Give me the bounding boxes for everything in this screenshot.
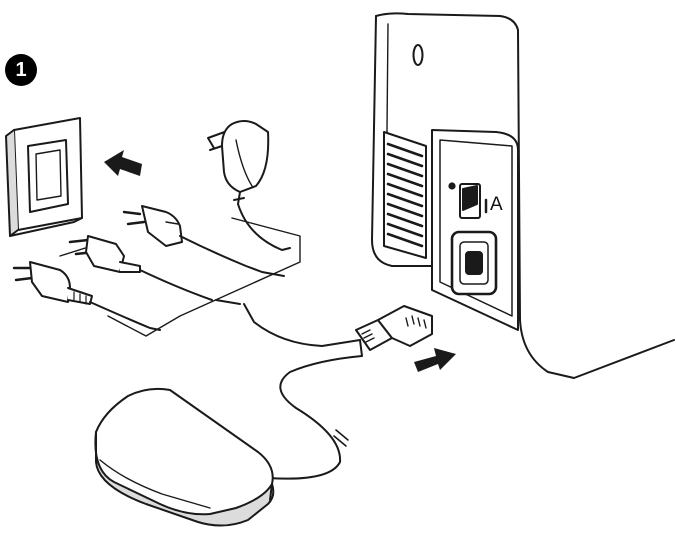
machine-outline [375, 12, 675, 379]
side-panel [431, 129, 519, 331]
foot-controller[interactable] [94, 387, 275, 527]
plug-euro-upper [122, 205, 285, 277]
left-arrow-icon [104, 150, 142, 176]
power-adapter [207, 120, 291, 251]
machine-screw-hole [412, 44, 424, 66]
sewing-machine [371, 12, 675, 379]
power-socket[interactable] [450, 230, 498, 296]
right-arrow-icon [414, 348, 456, 372]
plug-us-middle [68, 235, 241, 305]
wall-socket-icon [5, 117, 83, 237]
plug-euro-lower [12, 261, 161, 331]
switch-label: A [490, 194, 503, 215]
adapter-cable [237, 203, 291, 251]
machine-front-edge [371, 15, 433, 267]
controller-cable [243, 303, 363, 480]
step-number-badge: 1 [5, 54, 37, 86]
power-switch[interactable] [459, 183, 488, 219]
connector-plug[interactable] [355, 305, 433, 351]
ventilation-grill [383, 131, 427, 259]
indicator-dot [448, 182, 456, 190]
